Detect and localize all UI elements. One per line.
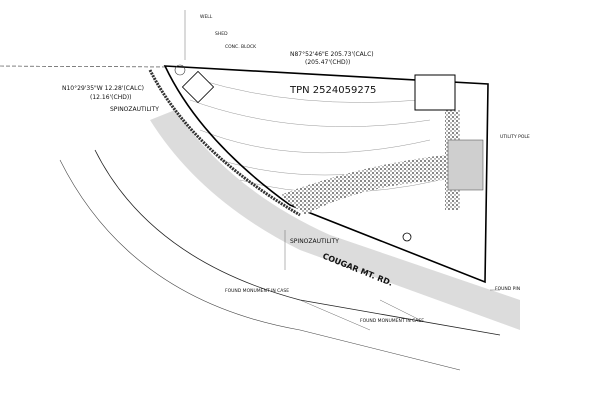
found-pin-label: FOUND PIN <box>495 286 520 292</box>
west-line-chord: (12.16'(CHD)) <box>90 94 132 101</box>
north-line-bearing: N87°52'46"E 205.73'(CALC) <box>290 51 374 58</box>
leader-lines <box>184 10 500 331</box>
house-structure <box>414 74 456 111</box>
well-label: WELL <box>200 14 213 20</box>
shed-label: SHED <box>215 31 228 37</box>
road-edge <box>94 149 501 336</box>
tree-symbol <box>174 64 186 76</box>
road-surface <box>150 110 520 330</box>
shed-structure <box>181 70 215 104</box>
concrete-block-label: CONC. BLOCK <box>225 44 257 50</box>
north-line-chord: (205.47'(CHD)) <box>305 59 350 66</box>
found-monument-label: FOUND MONUMENT IN CASE <box>360 318 424 324</box>
west-line-bearing: N10°29'35"W 12.28'(CALC) <box>62 85 144 92</box>
utility-label-bottom: SPINOZAUTILITY <box>290 238 339 245</box>
road-edge <box>59 159 461 371</box>
utility-pole-label: UTILITY POLE <box>500 134 530 140</box>
retaining-wall <box>148 69 301 217</box>
driveway-apron <box>447 139 484 191</box>
gravel-driveway <box>280 155 445 215</box>
parcel-boundary <box>163 65 489 284</box>
well-symbol <box>402 232 412 242</box>
parcel-tpn-label: TPN 2524059275 <box>289 85 376 96</box>
right-of-way-line <box>0 65 166 68</box>
found-monument-label: FOUND MONUMENT IN CASE <box>225 288 289 294</box>
utility-label-left: SPINOZAUTILITY <box>110 106 159 113</box>
